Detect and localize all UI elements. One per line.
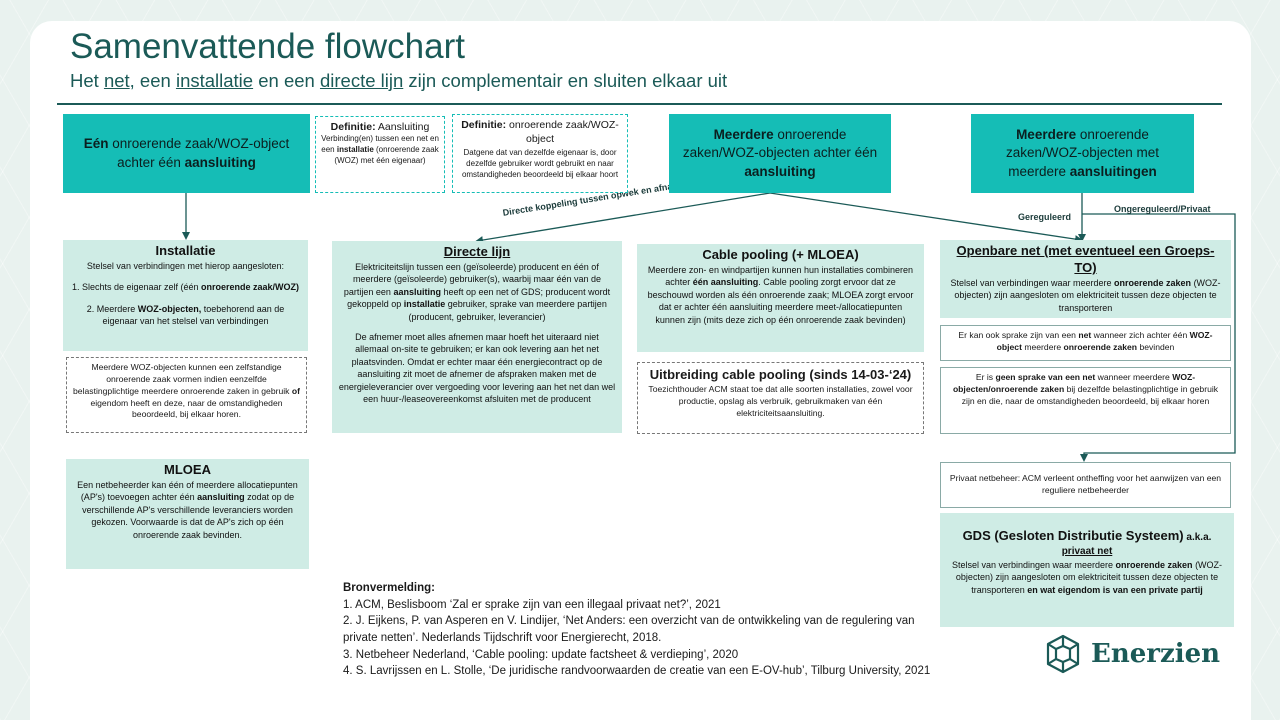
arrow-meer-directe — [475, 192, 771, 244]
logo-wordmark: Enerzien — [1091, 639, 1221, 669]
box-openbare-net: Openbare net (met eventueel een Groeps-T… — [940, 240, 1231, 318]
box-een-onroerende-zaak: Eén onroerende zaak/WOZ-object achter éé… — [63, 114, 310, 193]
title-divider — [57, 103, 1222, 105]
box-privaat-netbeheer: Privaat netbeheer: ACM verleent ontheffi… — [940, 462, 1231, 508]
reference-item: 1. ACM, Beslisboom ‘Zal er sprake zijn v… — [343, 598, 721, 611]
box-definitie-onroerende-zaak: Definitie: onroerende zaak/WOZ-object Da… — [452, 114, 628, 193]
box-cable-pooling: Cable pooling (+ MLOEA) Meerdere zon- en… — [637, 244, 924, 352]
reference-item: 4. S. Lavrijssen en L. Stolle, ‘De jurid… — [343, 665, 931, 678]
arrow-meer-openbaar — [769, 192, 1083, 244]
enerzien-logo: Enerzien — [1045, 634, 1220, 674]
box-meerdere-aansluitingen: Meerdere onroerende zaken/WOZ-objecten m… — [971, 114, 1194, 193]
reference-item: 2. J. Eijkens, P. van Asperen en V. Lind… — [343, 615, 915, 645]
box-directe-lijn: Directe lijn Elektriciteitslijn tussen e… — [332, 241, 622, 433]
cube-network-icon — [1046, 634, 1080, 674]
box-installatie: Installatie Stelsel van verbindingen met… — [63, 240, 308, 351]
reference-item: 3. Netbeheer Nederland, ‘Cable pooling: … — [343, 648, 739, 661]
box-meerdere-een-aansluiting: Meerdere onroerende zaken/WOZ-objecten a… — [669, 114, 891, 193]
edge-label-gereguleerd: Gereguleerd — [1018, 212, 1072, 222]
box-uitbreiding-cable-pooling: Uitbreiding cable pooling (sinds 14-03-‘… — [637, 362, 924, 434]
box-net-note-1: Er kan ook sprake zijn van een net wanne… — [940, 325, 1231, 361]
page-subtitle: Het net, een installatie en een directe … — [70, 70, 728, 91]
edge-label-ongereguleerd: Ongereguleerd/Privaat — [1114, 204, 1211, 214]
box-gds: GDS (Gesloten Distributie Systeem) a.k.a… — [940, 513, 1234, 627]
page-title: Samenvattende flowchart — [70, 27, 465, 66]
box-installatie-note: Meerdere WOZ-objecten kunnen een zelfsta… — [66, 357, 307, 433]
arrow-ongereguleerd — [1080, 213, 1236, 462]
references: Bronvermelding: 1. ACM, Beslisboom ‘Zal … — [343, 580, 933, 680]
box-net-note-2: Er is geen sprake van een net wanneer me… — [940, 367, 1231, 434]
box-definitie-aansluiting: Definitie: Aansluiting Verbinding(en) tu… — [315, 116, 445, 193]
box-mloea: MLOEA Een netbeheerder kan één of meerde… — [66, 459, 309, 569]
